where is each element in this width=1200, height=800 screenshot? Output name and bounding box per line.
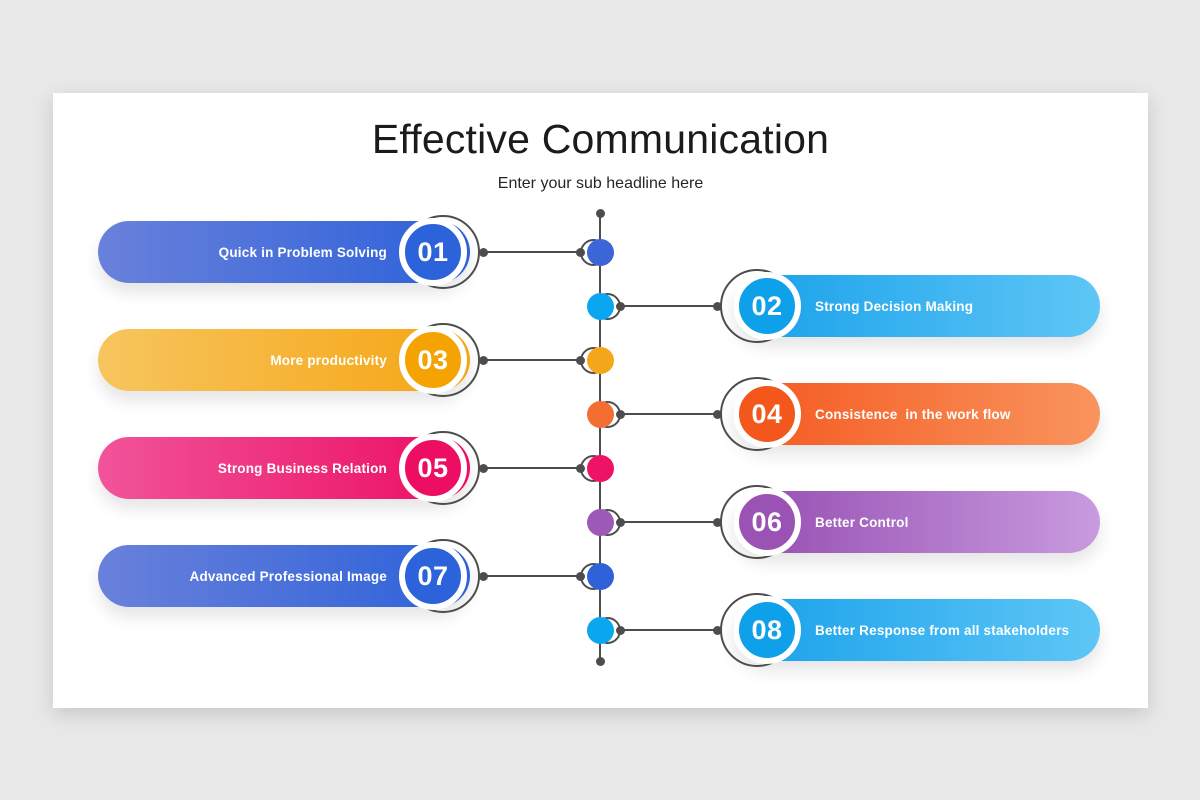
connector-pill-dot (478, 247, 488, 257)
item-label: Advanced Professional Image (189, 568, 387, 584)
item-label: More productivity (270, 352, 387, 368)
timeline-line (599, 214, 601, 660)
item-number: 03 (417, 344, 449, 375)
connector-pill-dot (478, 571, 488, 581)
page-subtitle: Enter your sub headline here (497, 175, 704, 192)
item-number: 07 (417, 560, 449, 591)
connector-line (620, 305, 717, 307)
connector-pill-dot (712, 625, 722, 635)
item-number: 02 (751, 290, 783, 321)
timeline-node (586, 454, 614, 482)
connector-pill-dot (712, 517, 722, 527)
item-number-badge: 01 (399, 218, 467, 286)
timeline-node (586, 562, 614, 590)
item-number-badge: 06 (733, 488, 801, 556)
timeline-node (586, 346, 614, 374)
timeline-node (586, 238, 614, 266)
item-label: Better Response from all stakeholders (815, 622, 1070, 638)
connector-pill-dot (478, 463, 488, 473)
connector-line (483, 467, 580, 469)
item-number-badge: 03 (399, 326, 467, 394)
connector-line (483, 575, 580, 577)
timeline-node (586, 508, 614, 536)
item-label: Strong Decision Making (815, 298, 974, 314)
timeline-end-dot (595, 657, 605, 666)
item-number-badge: 04 (733, 380, 801, 448)
connector-line (483, 359, 580, 361)
connector-line (620, 413, 717, 415)
timeline-start-dot (595, 209, 605, 218)
item-label: Consistence in the work flow (815, 406, 1011, 422)
item-label: Quick in Problem Solving (218, 244, 387, 260)
connector-line (620, 629, 717, 631)
connector-line (483, 251, 580, 253)
item-number: 06 (751, 506, 783, 537)
item-number-badge: 08 (733, 596, 801, 664)
item-number: 08 (751, 614, 783, 645)
page-title: Effective Communication (371, 116, 830, 162)
item-number: 05 (417, 452, 449, 483)
item-number-badge: 05 (399, 434, 467, 502)
timeline-node (586, 616, 614, 644)
connector-pill-dot (712, 409, 722, 419)
connector-pill-dot (712, 301, 722, 311)
connector-line (620, 521, 717, 523)
item-number-badge: 02 (733, 272, 801, 340)
item-label: Better Control (815, 514, 909, 530)
item-label: Strong Business Relation (217, 460, 387, 476)
timeline-node (586, 400, 614, 428)
item-number: 01 (417, 236, 449, 267)
connector-pill-dot (478, 355, 488, 365)
timeline-node (586, 292, 614, 320)
item-number-badge: 07 (399, 542, 467, 610)
item-number: 04 (751, 398, 783, 429)
